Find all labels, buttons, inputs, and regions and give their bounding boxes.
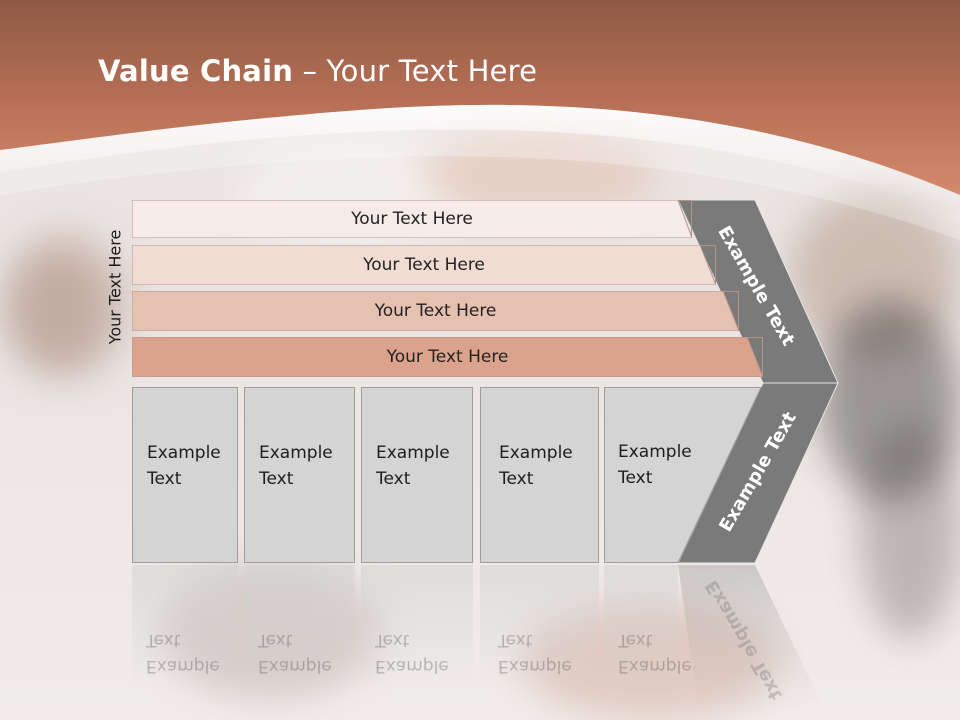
example-box-2-line1: Example <box>259 443 333 463</box>
box-reflection-4-line2: Text <box>498 630 533 650</box>
box-reflection-2-line1: Example <box>258 656 332 676</box>
example-box-2: Example Text <box>244 387 355 563</box>
box-reflection-5-line1: Example <box>618 656 692 676</box>
box-reflection-4-line1: Example <box>498 656 572 676</box>
box-reflection-3-line2: Text <box>375 630 410 650</box>
box-reflection-1-line1: Example <box>146 656 220 676</box>
example-box-1-line1: Example <box>147 443 221 463</box>
title-rest: – Your Text Here <box>293 54 538 88</box>
bar-3-label: Your Text Here <box>374 301 497 321</box>
bar-1-label: Your Text Here <box>351 209 473 229</box>
slide-title: Value Chain – Your Text Here <box>98 54 537 88</box>
example-box-5: Example Text <box>604 387 762 563</box>
box-reflection-3: Example Text <box>361 565 473 715</box>
box-reflection-1: Example Text <box>132 565 238 715</box>
box-reflection-3-line1: Example <box>375 656 449 676</box>
example-box-5-line1: Example <box>618 442 692 462</box>
bar-2-label: Your Text Here <box>363 255 485 275</box>
box-reflection-4: Example Text <box>480 565 599 715</box>
bar-2: Your Text Here <box>132 245 716 285</box>
bar-1: Your Text Here <box>132 200 692 238</box>
box-reflection-2: Example Text <box>244 565 355 715</box>
box-reflection-2-line2: Text <box>258 630 293 650</box>
box-reflection-1-line2: Text <box>146 630 181 650</box>
box-reflection-5-line2: Text <box>618 630 653 650</box>
bar-2-shape <box>132 245 716 285</box>
bar-3-shape <box>132 291 739 331</box>
example-box-1-line2: Text <box>147 469 182 489</box>
example-box-2-line2: Text <box>259 469 294 489</box>
example-box-4: Example Text <box>480 387 599 563</box>
example-box-3-line1: Example <box>376 443 450 463</box>
bar-3: Your Text Here <box>132 291 739 331</box>
chevron-reflection <box>678 565 820 720</box>
example-box-4-line2: Text <box>499 469 534 489</box>
title-bold: Value Chain <box>98 54 294 88</box>
bar-4: Your Text Here <box>132 337 763 377</box>
bar-4-label: Your Text Here <box>386 347 509 367</box>
example-box-3-line2: Text <box>376 469 411 489</box>
box-reflection-5: Example Text <box>604 565 692 715</box>
example-box-5-line2: Text <box>618 468 653 488</box>
example-box-5-shape <box>604 387 762 563</box>
example-box-3: Example Text <box>361 387 473 563</box>
bar-4-shape <box>132 337 763 377</box>
example-box-1: Example Text <box>132 387 238 563</box>
bar-1-shape <box>132 200 692 238</box>
example-box-4-line1: Example <box>499 443 573 463</box>
